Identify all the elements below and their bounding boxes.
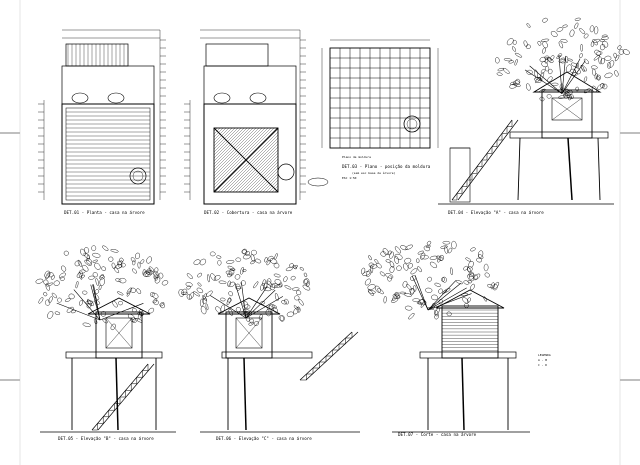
side-label-frame-grid: Plano de moldura — [342, 155, 371, 159]
caption-elevation-b: DET.05 - Elevação "B" - casa na árvore — [58, 436, 154, 441]
stair-b — [91, 363, 155, 431]
legend-title: LEGENDA — [538, 353, 551, 357]
dim-ticks-left-2 — [184, 103, 190, 193]
legend-line-1: A - B — [538, 358, 547, 362]
frame-grid-lines — [330, 48, 430, 148]
tree-canopy — [495, 17, 630, 102]
drawing-roof — [184, 29, 329, 205]
stair-c — [299, 331, 359, 381]
deck-planks — [66, 111, 150, 197]
legend-block: LEGENDA A - B C - D — [538, 353, 551, 367]
dim-ticks-left — [38, 103, 44, 193]
tree-canopy-c — [178, 248, 311, 326]
caption-elevation-c: DET.06 - Elevação "C" - casa na árvore — [216, 436, 312, 441]
drawing-section — [361, 240, 530, 433]
caption-plan: DET.01 - Planta - casa na árvore — [64, 210, 145, 215]
siding-lines — [442, 309, 498, 352]
note-frame-grid: ESC 1:50 — [342, 176, 357, 180]
drawing-elevation-c — [178, 248, 360, 433]
subcaption-frame-grid: (sem esc base de árvore) — [352, 171, 396, 175]
caption-elevation-a: DET.04 - Elevação "A" - casa na árvore — [448, 210, 544, 215]
drawing-elevation-b — [35, 245, 176, 433]
tree-canopy-d — [361, 240, 500, 320]
caption-section: DET.07 - Corte - casa na árvore — [398, 432, 477, 437]
caption-frame-grid: DET.03 - Plano - posição da moldura — [342, 164, 431, 169]
caption-roof: DET.02 - Cobertura - casa na árvore — [204, 210, 293, 215]
stair-a — [451, 119, 519, 201]
railing-posts — [67, 44, 125, 66]
drawing-elevation-a — [438, 17, 630, 205]
dim-ticks-right-2 — [300, 39, 306, 193]
drawing-plan — [38, 29, 166, 205]
tree-canopy-b — [35, 245, 169, 331]
dim-ticks-right — [160, 39, 166, 193]
legend-line-2: C - D — [538, 363, 547, 367]
drawing-frame-grid — [321, 39, 439, 149]
